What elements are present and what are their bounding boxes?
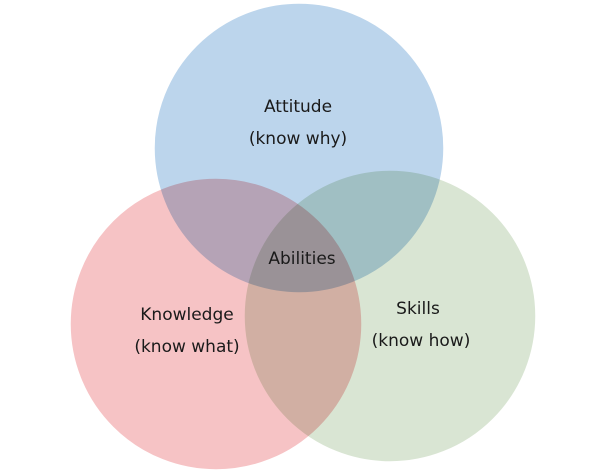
- knowledge-subtitle: (know what): [134, 337, 239, 357]
- skills-title: Skills: [396, 299, 440, 319]
- attitude-subtitle: (know why): [249, 129, 347, 149]
- skills-subtitle: (know how): [372, 331, 471, 351]
- knowledge-title: Knowledge: [140, 305, 233, 325]
- attitude-title: Attitude: [264, 97, 332, 117]
- skills-circle: [243, 169, 537, 463]
- center-label-abilities: Abilities: [268, 249, 335, 269]
